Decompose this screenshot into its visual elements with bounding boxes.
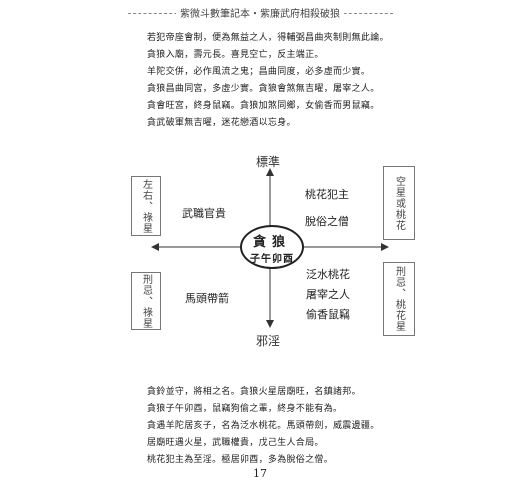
- quadrant-bottom-right-3: 偷香鼠竊: [306, 308, 350, 321]
- quadrant-bottom-right-2: 屠宰之人: [306, 288, 350, 301]
- arrow-left-icon: [151, 243, 159, 251]
- center-star-circle: 貪狼 子午卯酉: [240, 225, 304, 269]
- quadrant-bottom-right-1: 泛水桃花: [306, 268, 350, 281]
- text-line: 貪狼昌曲同宮，多虛少實。貪狼會煞無吉曜，屠宰之人。: [147, 84, 380, 94]
- text-line: 貪武破軍無吉曜，迷花戀酒以忘身。: [147, 118, 296, 128]
- arrow-down-icon: [266, 320, 274, 328]
- text-line: 羊陀交併，必作風流之鬼；昌曲同度，必多虛而少實。: [147, 67, 371, 77]
- text-line: 貪會旺宮，終身鼠竊。貪狼加煞同鄉，女偷香而男鼠竊。: [147, 101, 380, 111]
- header-rule-left: [128, 13, 198, 14]
- text-line: 桃花犯主為至淫。極居卯酉，多為脫俗之僧。: [147, 455, 334, 465]
- quadrant-top-right-2: 脫俗之僧: [305, 215, 349, 228]
- text-line: 貪遇羊陀居亥子，名為泛水桃花。馬頭帶劍，威震邊疆。: [147, 421, 380, 431]
- text-line: 貪狼子午卯酉，鼠竊狗偷之輩，終身不能有為。: [147, 404, 343, 414]
- text-line: 貪狼入廟，壽元長。喜見空亡，反主端正。: [147, 50, 324, 60]
- left-bottom-box: 刑忌、祿星: [131, 272, 161, 330]
- right-bottom-box: 刑忌、桃花星: [383, 262, 415, 336]
- arrow-up-icon: [266, 168, 274, 176]
- quadrant-top-left: 武職官貴: [182, 207, 226, 220]
- center-star-palaces: 子午卯酉: [250, 254, 294, 265]
- running-header: 紫微斗數筆記本・紫廉武府相殺破狼: [0, 5, 520, 20]
- quadrant-bottom-left: 馬頭帶箭: [185, 292, 229, 305]
- bottom-label: 邪淫: [256, 334, 281, 348]
- header-title: 紫微斗數筆記本・紫廉武府相殺破狼: [176, 9, 344, 20]
- right-top-box: 空星或桃花: [383, 166, 415, 240]
- text-line: 若犯帝座會制，便為無益之人，得輔弼昌曲夾制則無此論。: [147, 33, 389, 43]
- page-number: 17: [253, 467, 267, 480]
- quadrant-top-right-1: 桃花犯主: [305, 188, 349, 201]
- header-rule-right: [323, 13, 393, 14]
- top-label: 標準: [256, 155, 281, 169]
- text-line: 居廟旺遇火星，武職權貴，戊己生人合局。: [147, 438, 324, 448]
- arrow-right-icon: [381, 243, 389, 251]
- text-line: 貪鈴並守，將相之名。貪狼火星居廟旺，名鎮諸邦。: [147, 387, 361, 397]
- left-top-box: 左右、祿星: [131, 176, 161, 236]
- center-star-name: 貪狼: [252, 235, 291, 250]
